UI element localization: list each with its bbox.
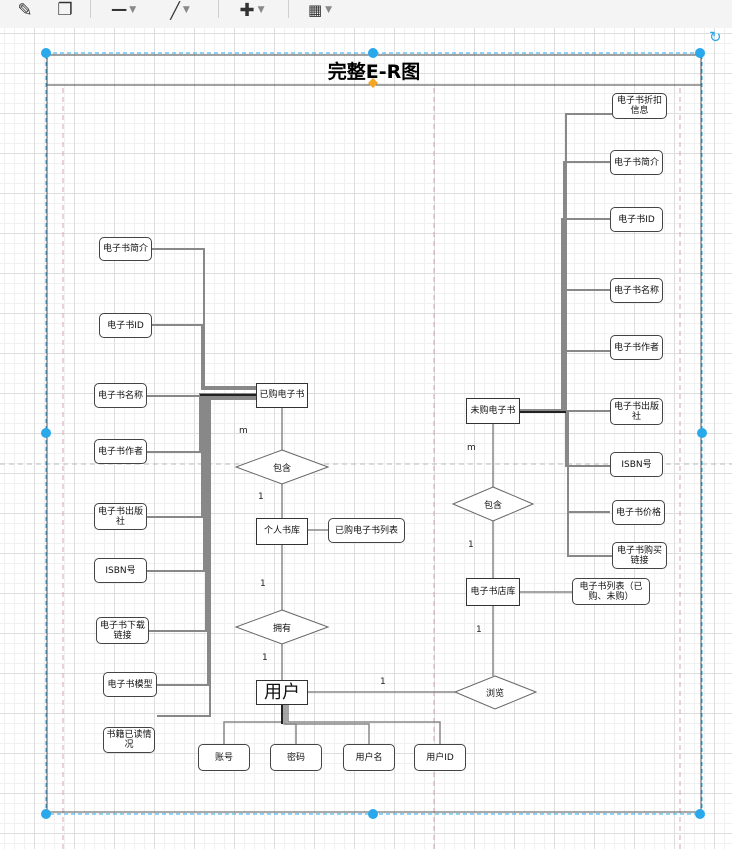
waypoint-icon[interactable]: ╱▼: [170, 0, 190, 20]
attribute-right[interactable]: 电子书ID: [610, 207, 663, 232]
attribute-library-list[interactable]: 已购电子书列表: [328, 518, 405, 543]
attribute-user[interactable]: 账号: [198, 744, 250, 771]
cardinality-label: 1: [380, 677, 386, 687]
resize-handle-tl[interactable]: [41, 48, 51, 58]
attribute-left[interactable]: 电子书下载链接: [96, 617, 149, 644]
attribute-left[interactable]: 电子书出版社: [94, 503, 147, 530]
user-attr-connectors: [223, 705, 441, 744]
shadow-icon[interactable]: ❐: [57, 0, 73, 20]
relation-connectors: [281, 408, 572, 693]
format-toolbar: ✎ ❐ ━━▼ ╱▼ ✚▼ ▦▼: [0, 0, 732, 29]
attribute-user[interactable]: 用户ID: [414, 744, 466, 771]
toolbar-divider: [90, 0, 91, 18]
relationship-contains-left: [234, 449, 330, 485]
attribute-right[interactable]: 电子书名称: [610, 278, 663, 303]
attribute-left[interactable]: 书籍已读情况: [103, 727, 155, 753]
table-icon[interactable]: ▦▼: [307, 1, 333, 19]
line-style-icon[interactable]: ━━▼: [111, 3, 137, 17]
attribute-store-list[interactable]: 电子书列表（已购、未购）: [572, 578, 650, 605]
resize-handle-tc[interactable]: [368, 48, 378, 58]
attribute-left[interactable]: 电子书模型: [103, 672, 157, 697]
toolbar-divider: [218, 0, 219, 18]
attribute-right[interactable]: ISBN号: [610, 452, 663, 477]
relationship-owns: [234, 609, 330, 645]
relationship-label-owns: 拥有: [272, 624, 291, 634]
entity-personal-library[interactable]: 个人书库: [256, 518, 308, 545]
attribute-left[interactable]: 电子书名称: [94, 383, 147, 408]
right-attr-connectors: [520, 113, 612, 557]
relationship-label-browse: 浏览: [485, 689, 504, 699]
attribute-left[interactable]: 电子书ID: [99, 313, 152, 338]
cardinality-label: 1: [476, 625, 482, 635]
attribute-left[interactable]: 电子书作者: [94, 439, 147, 464]
resize-handle-br[interactable]: [695, 809, 705, 819]
resize-handle-bc[interactable]: [368, 809, 378, 819]
cardinality-label: 1: [262, 653, 268, 663]
toolbar-divider: [288, 0, 289, 18]
cardinality-label: 1: [468, 540, 474, 550]
resize-handle-mr[interactable]: [697, 428, 707, 438]
resize-handle-ml[interactable]: [41, 428, 51, 438]
diagram-title[interactable]: 完整E-R图: [327, 60, 421, 83]
attribute-right[interactable]: 电子书价格: [612, 500, 665, 525]
cardinality-label: m: [239, 426, 248, 436]
attribute-left[interactable]: 电子书简介: [99, 237, 152, 261]
relationship-browse: [453, 675, 538, 710]
attribute-right[interactable]: 电子书出版社: [610, 398, 663, 425]
insert-icon[interactable]: ✚▼: [239, 0, 265, 21]
cardinality-label: 1: [258, 492, 264, 502]
attribute-right[interactable]: 电子书购买链接: [612, 542, 667, 569]
attribute-right[interactable]: 电子书折扣信息: [612, 93, 667, 119]
line-color-icon[interactable]: ✎: [17, 0, 33, 21]
connection-anchor: [368, 78, 378, 88]
entity-ebook-store[interactable]: 电子书店库: [466, 578, 520, 606]
resize-handle-tr[interactable]: [695, 48, 705, 58]
left-attr-connectors: [147, 248, 256, 717]
relationship-label-contains-right: 包含: [483, 501, 502, 511]
page-guides: [0, 88, 732, 849]
cardinality-label: 1: [260, 579, 266, 589]
resize-handle-bl[interactable]: [41, 809, 51, 819]
rotate-icon[interactable]: ↻: [709, 28, 722, 46]
entity-purchased-ebook[interactable]: 已购电子书: [256, 383, 308, 408]
attribute-left[interactable]: ISBN号: [94, 558, 147, 583]
attribute-right[interactable]: 电子书作者: [610, 335, 663, 360]
relationship-contains-right: [451, 486, 535, 522]
attribute-user[interactable]: 密码: [270, 744, 322, 771]
relationship-label-contains-left: 包含: [272, 464, 291, 474]
entity-unpurchased-ebook[interactable]: 未购电子书: [466, 398, 520, 424]
cardinality-label: m: [467, 443, 476, 453]
entity-user[interactable]: 用户: [256, 680, 308, 705]
attribute-user[interactable]: 用户名: [343, 744, 395, 771]
attribute-right[interactable]: 电子书简介: [610, 150, 663, 175]
selection-frame: [45, 52, 703, 815]
